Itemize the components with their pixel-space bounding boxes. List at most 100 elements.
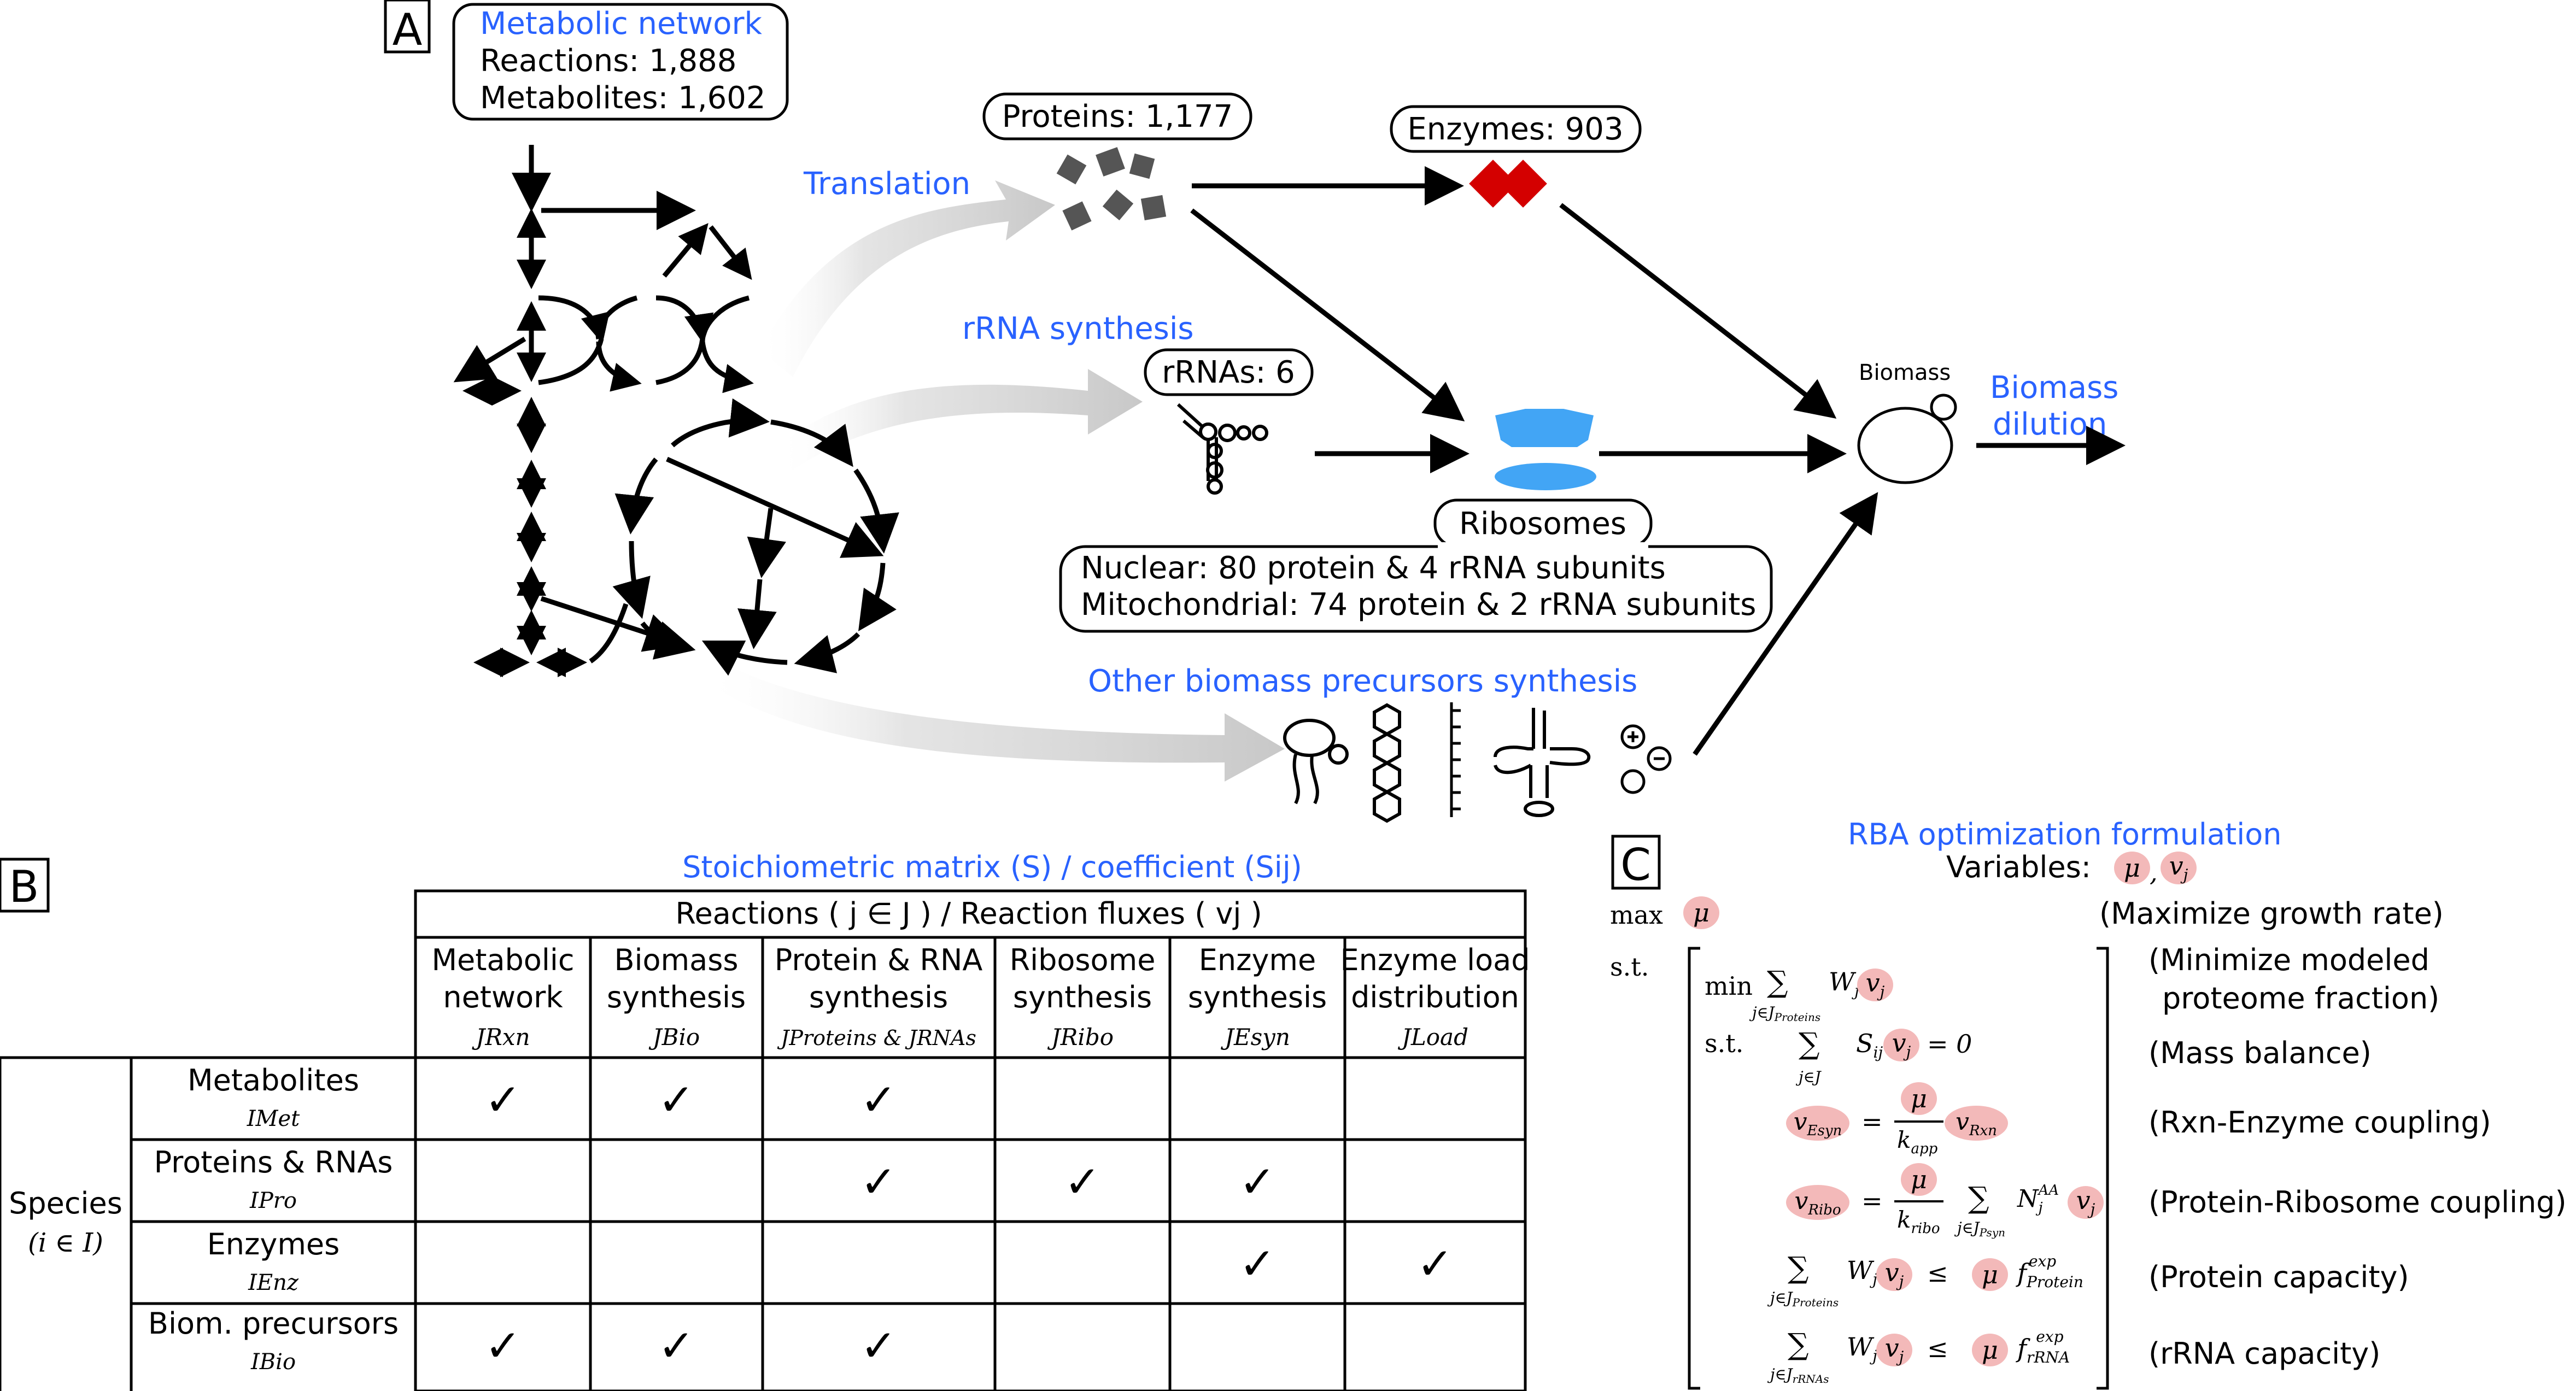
- check-mark: ✓: [1416, 1239, 1453, 1289]
- col-header-ribosome-l2: synthesis: [1013, 980, 1152, 1014]
- metabolites-count: Metabolites: 1,602: [480, 80, 766, 116]
- row-header-precursors-sym: IBio: [250, 1349, 296, 1375]
- enzymes-box: [1390, 105, 1642, 153]
- svg-text:μ: μ: [1982, 1335, 1998, 1365]
- row-header-proteins: Proteins & RNAs: [154, 1145, 393, 1179]
- protein-icon: [1056, 147, 1167, 231]
- svg-text:NjAA: NjAA: [2017, 1182, 2059, 1216]
- svg-text:Wj: Wj: [1847, 1332, 1877, 1365]
- other-precursors-label: Other biomass precursors synthesis: [1088, 664, 1637, 699]
- panel-a-label-box: [384, 0, 431, 54]
- desc-rrna-capacity: (rRNA capacity): [2148, 1336, 2380, 1371]
- ribosome-subunits-box: [1059, 545, 1773, 633]
- desc-mass-balance: (Mass balance): [2148, 1036, 2372, 1070]
- reactions-count: Reactions: 1,888: [480, 43, 736, 79]
- desc-protein-ribosome: (Protein-Ribosome coupling): [2148, 1185, 2567, 1219]
- check-mark: ✓: [860, 1075, 897, 1125]
- box-join-mask: [1438, 542, 1648, 551]
- check-mark: ✓: [860, 1157, 897, 1207]
- process-arrows: [1190, 166, 2126, 756]
- row-header-precursors: Biom. precursors: [148, 1306, 399, 1341]
- col-header-protein-l2: synthesis: [809, 980, 948, 1014]
- rrna-flow-arrow: [776, 369, 1143, 470]
- svg-text:μ: μ: [1911, 1165, 1927, 1194]
- rrna-synthesis-label: rRNA synthesis: [962, 311, 1194, 347]
- svg-text:= 0: = 0: [1927, 1029, 1972, 1059]
- ribosome-icon: [1495, 409, 1596, 490]
- check-mark: ✓: [1239, 1239, 1275, 1289]
- rrnas-label: rRNAs: 6: [1162, 355, 1295, 390]
- translation-flow-arrow: [760, 180, 1055, 377]
- panel-b: B Stoichiometric matrix (S) / coefficien…: [0, 850, 1530, 1391]
- rba-title: RBA optimization formulation: [1848, 817, 2281, 852]
- row-header-enzymes-sym: IEnz: [248, 1270, 299, 1295]
- row-header-enzymes: Enzymes: [207, 1227, 340, 1261]
- inner-st-label: s.t.: [1705, 1029, 1743, 1058]
- variables-label: Variables:: [1946, 850, 2091, 884]
- variable-mu: μ: [2124, 853, 2140, 883]
- right-bracket: [2097, 947, 2109, 1390]
- gray-flow-arrows: [700, 180, 1285, 782]
- svg-text:≤: ≤: [1927, 1334, 1948, 1363]
- biomass-label: Biomass: [1859, 360, 1951, 385]
- variable-v-pill: vj: [2161, 851, 2197, 884]
- panel-a: A Metabolic network Reactions: 1,888 Met…: [384, 0, 2126, 823]
- inner-min-label: min: [1705, 971, 1753, 1001]
- check-marks: ✓✓✓✓✓✓✓✓✓✓✓: [484, 1075, 1453, 1371]
- panel-a-label: A: [393, 4, 423, 55]
- col-header-ribosome-sym: JRibo: [1047, 1024, 1114, 1050]
- svg-text:∑: ∑: [1799, 1026, 1820, 1061]
- biomass-dilution-line2: dilution: [1993, 407, 2107, 442]
- metabolic-network-box: [452, 3, 789, 121]
- col-header-load-l2: distribution: [1351, 980, 1519, 1014]
- col-header-load-sym: JLoad: [1397, 1024, 1468, 1050]
- svg-text:μ: μ: [1982, 1260, 1998, 1289]
- svg-text:j∈JProteins: j∈JProteins: [1749, 1003, 1820, 1024]
- svg-text:Wj: Wj: [1847, 1255, 1877, 1288]
- row-headers: Metabolites IMet Proteins & RNAs IPro En…: [148, 1063, 399, 1375]
- svg-text:∑: ∑: [1767, 965, 1788, 999]
- col-header-ribosome-l1: Ribosome: [1010, 943, 1156, 977]
- svg-text:=: =: [1861, 1186, 1883, 1216]
- biomass-dilution-line1: Biomass: [1990, 370, 2118, 406]
- svg-text:μ: μ: [1911, 1084, 1927, 1113]
- check-mark: ✓: [484, 1075, 521, 1125]
- biomass-bud-icon: [1930, 394, 1957, 421]
- col-header-enzyme-l1: Enzyme: [1199, 943, 1316, 977]
- col-header-metabolic-l2: network: [443, 980, 563, 1014]
- panel-b-label-box: [0, 858, 50, 913]
- col-header-biomass-l2: synthesis: [607, 980, 746, 1014]
- stoichiometric-title: Stoichiometric matrix (S) / coefficient …: [682, 850, 1302, 884]
- svg-text:j∈J: j∈J: [1795, 1068, 1822, 1086]
- col-header-biomass-sym: JBio: [648, 1024, 700, 1050]
- max-mu-pill: μ: [1683, 896, 1719, 929]
- column-headers: Metabolic network JRxn Biomass synthesis…: [431, 943, 1530, 1050]
- ion-icon: [1620, 724, 1672, 794]
- table-grid: [0, 889, 1527, 1391]
- check-mark: ✓: [484, 1320, 521, 1371]
- svg-text:vj: vj: [1885, 1258, 1904, 1290]
- trna-icon: [1494, 708, 1591, 817]
- ribosome-nuclear: Nuclear: 80 protein & 4 rRNA subunits: [1081, 550, 1666, 586]
- st-label: s.t.: [1610, 952, 1649, 982]
- svg-text:Wj: Wj: [1829, 967, 1859, 1000]
- panel-c-label: C: [1620, 840, 1651, 890]
- svg-text:∑: ∑: [1788, 1327, 1809, 1361]
- max-label: max: [1610, 900, 1663, 930]
- desc-minimize-2: proteome fraction): [2162, 981, 2439, 1016]
- enzyme-icon: [1469, 160, 1547, 208]
- check-mark: ✓: [860, 1320, 897, 1371]
- check-mark: ✓: [658, 1075, 694, 1125]
- desc-rxn-enzyme: (Rxn-Enzyme coupling): [2148, 1105, 2491, 1140]
- ribosome-mito: Mitochondrial: 74 protein & 2 rRNA subun…: [1081, 587, 1756, 623]
- precursor-flow-arrow: [700, 656, 1285, 782]
- max-mu: μ: [1693, 898, 1709, 928]
- row-header-metabolites-sym: IMet: [247, 1106, 300, 1131]
- metabolic-network-title: Metabolic network: [480, 6, 763, 42]
- row-header-proteins-sym: IPro: [249, 1188, 297, 1213]
- biomass-cell-icon: [1857, 407, 1953, 484]
- svg-text:∑: ∑: [1968, 1181, 1989, 1215]
- protein-to-ribosome-arrow: [1190, 208, 1465, 422]
- species-sym: (i ∈ I): [28, 1228, 103, 1258]
- desc-minimize-1: (Minimize modeled: [2148, 943, 2429, 977]
